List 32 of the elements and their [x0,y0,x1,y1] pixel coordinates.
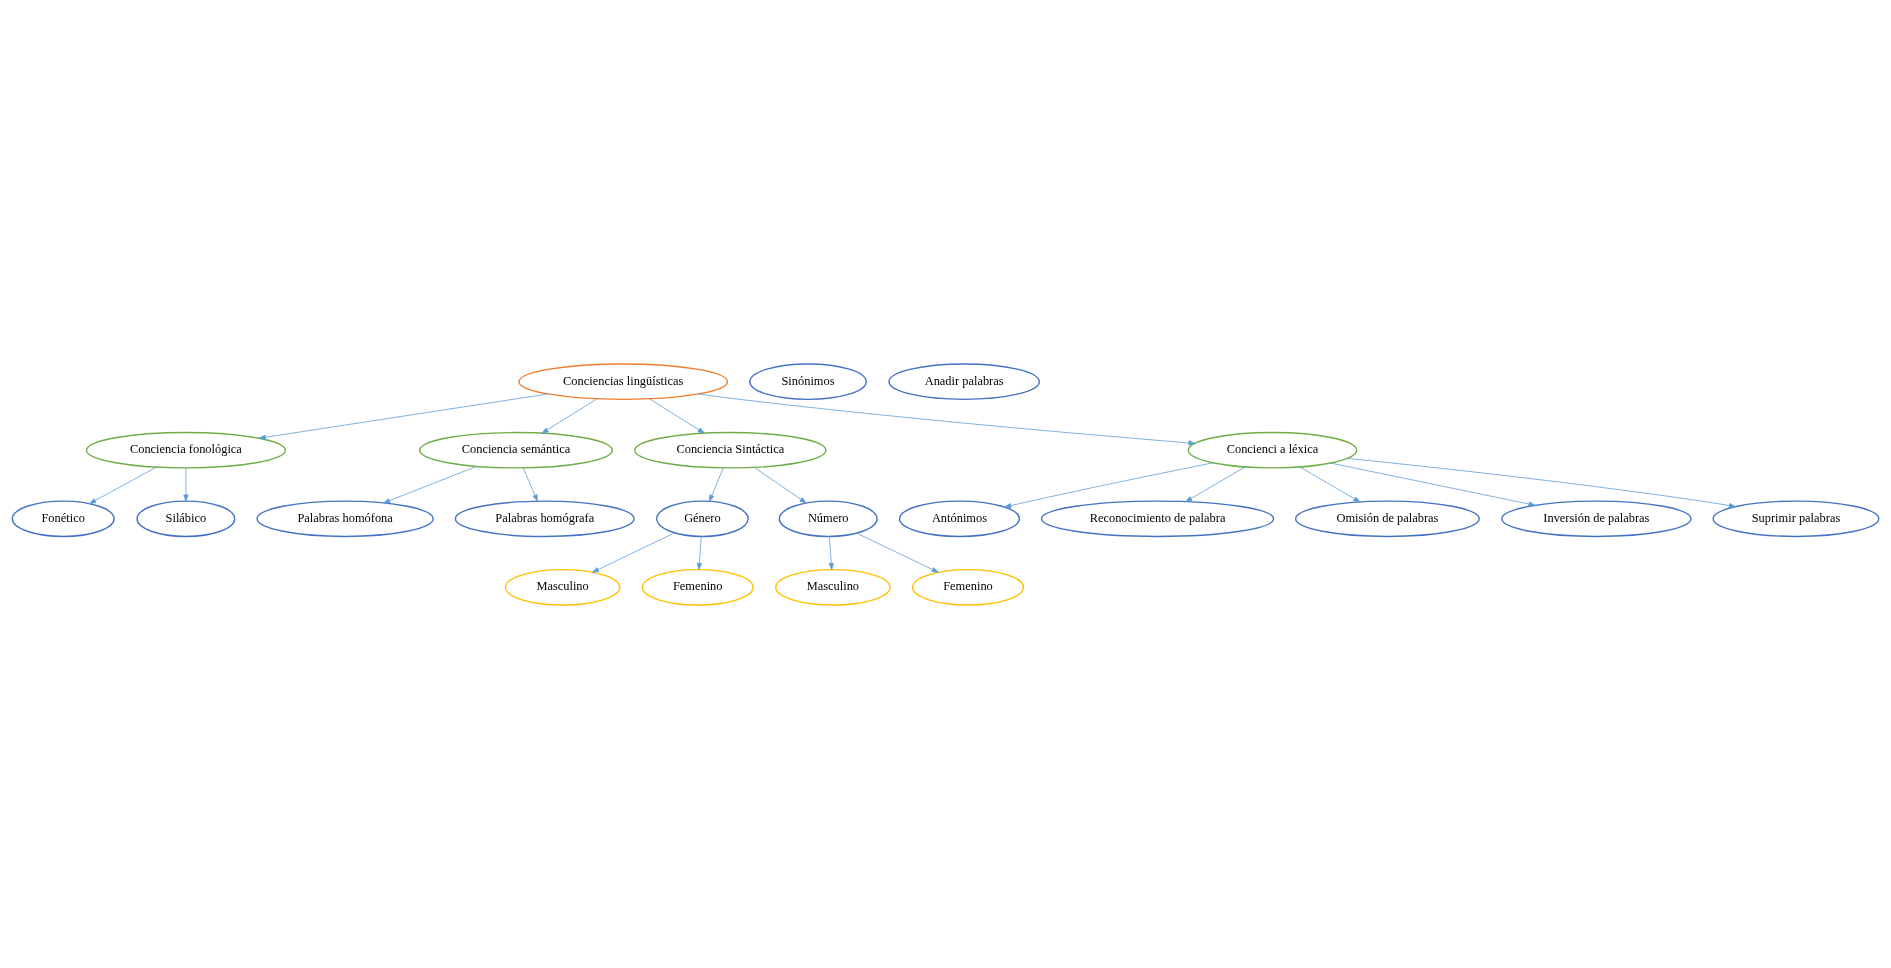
node-ellipse: Conciencia Sintáctica [634,431,827,469]
arrow [522,467,538,501]
arrow [828,535,834,570]
arrow [89,466,157,504]
node-ellipse: Género [655,499,749,537]
node-ellipse: Conciencia semántica [419,431,613,469]
arrow [1330,462,1536,507]
arrow [383,465,478,503]
node-ellipse: Número [778,499,878,537]
node-ellipse: Anadir palabras [888,362,1040,400]
arrow [1185,466,1246,502]
arrow [591,531,676,573]
arrow [753,466,807,503]
node-ellipse: Omisión de palabras [1294,499,1480,537]
arrow [698,393,1196,445]
arrow [649,397,705,434]
arrow [856,532,939,573]
arrow [708,467,724,502]
node-ellipse: Sinónimos [749,362,867,400]
arrow [1346,457,1737,508]
node-ellipse: Palabras homógrafa [454,499,635,537]
arrow [183,467,189,501]
node-ellipse: Silábico [136,499,236,537]
arrow [1299,466,1361,502]
arrow [1004,461,1214,508]
arrow [696,535,702,570]
arrow [541,397,598,434]
node-ellipse: Masculino [775,568,891,606]
node-ellipse: Femenino [641,568,754,606]
node-ellipse: Reconocimiento de palabra [1040,499,1275,537]
node-ellipse: Conciencias lingüísticas [518,362,729,400]
arrow [258,393,549,440]
